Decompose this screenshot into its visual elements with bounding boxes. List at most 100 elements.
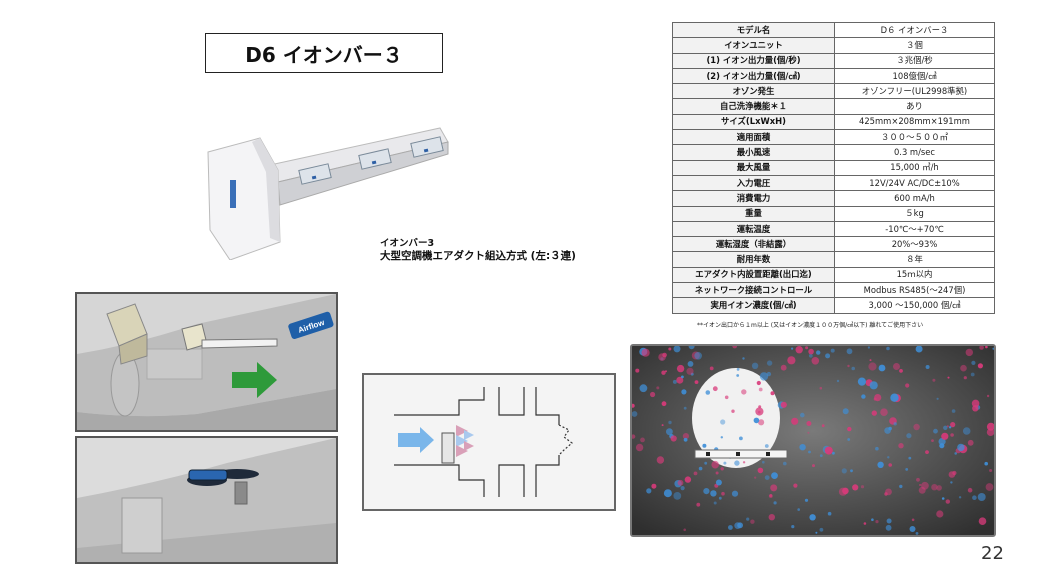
ion-particle [808,348,814,355]
ion-particle [911,518,915,522]
ion-particle [800,412,805,418]
ion-particle [799,444,806,451]
spec-value: ３個 [834,37,995,54]
ion-particle [871,410,877,416]
spec-value: 15ｍ以内 [834,266,995,284]
ion-particle [731,490,739,497]
ion-particle [819,386,823,390]
ion-particle [827,511,832,516]
ion-particle [812,464,815,468]
ion-particle [709,366,714,371]
ion-particle [875,520,879,524]
ion-particle [825,353,831,359]
ion-particle [721,491,725,496]
ion-particle [646,488,652,494]
ion-particle [632,411,638,417]
ion-particle [715,479,722,486]
ion-particle [847,438,851,441]
ion-particle [770,391,775,396]
ion-particle [805,346,809,350]
ion-particle [635,443,644,452]
ion-particle [797,508,800,511]
ion-particle [824,446,833,455]
ion-particle [639,384,648,393]
ion-particle [773,501,777,505]
page-title-box: D6 イオンバー３ [205,33,443,73]
ion-particle [899,369,903,373]
spec-value: D６ イオンバー３ [834,21,995,39]
ion-particle [759,372,769,381]
ion-particle [758,419,765,426]
ion-particle [851,366,855,371]
product-image [200,110,450,260]
ion-particle [741,389,747,395]
ion-particle [962,427,971,435]
ion-particle [971,360,976,365]
spec-value: ３００～５００㎡ [834,129,995,146]
ion-particle [731,409,735,413]
ion-particle [682,433,689,440]
spec-value: ５kg [834,205,995,222]
ion-particle [950,422,956,428]
ion-particle [753,417,760,424]
ion-particle [757,467,764,474]
ion-particle [852,484,859,491]
ion-particle [808,353,813,358]
ion-particle [732,346,738,349]
ion-particle [898,443,904,449]
ion-particle [676,376,684,384]
ion-particle [715,471,719,475]
ion-particle [936,485,942,491]
ion-particle [899,484,903,489]
ion-particle [694,380,699,384]
ion-particle [967,439,974,446]
ion-particle [916,477,920,482]
ion-particle [960,364,967,372]
ion-particle [941,432,949,440]
ion-particle [950,481,953,484]
ion-particle [683,406,687,410]
ion-particle [943,425,948,430]
ion-particle [850,469,853,473]
ion-particle [711,460,719,469]
spec-value: 12V/24V AC/DC±10% [834,174,995,192]
ion-particle [698,466,703,471]
ion-particle [720,467,724,471]
spec-key: (1) イオン出力量(個/秒) [672,52,835,69]
ion-particle [836,379,840,383]
ion-particle [846,348,853,355]
spec-value: 600 mA/h [834,190,995,207]
ion-particle [957,443,965,452]
ion-particle [939,443,945,449]
ion-particle [756,380,761,386]
ion-particle [690,372,694,376]
ion-particle [680,486,685,491]
ion-particle [878,364,886,372]
duct-schematic-diagram [362,373,616,511]
ion-particle [807,431,810,434]
table-row: (1) イオン出力量(個/秒)３兆個/秒 [672,52,995,69]
ion-particle [860,485,865,489]
ion-particle [933,428,938,434]
ion-particle [770,484,778,492]
duct-fan-illustration [75,436,338,564]
ion-particle [795,346,803,354]
ion-particle [702,443,707,448]
ion-particle [941,497,945,500]
ion-particle [977,493,986,501]
ion-particle [915,532,919,535]
spec-key: 最小風速 [672,144,835,161]
product-caption: イオンバー3 大型空調機エアダクト組込方式 (左:３連) [380,237,576,263]
spec-value: 0.3 m/sec [834,144,995,161]
ion-particle [931,439,934,442]
ion-particle [948,471,956,478]
ion-particle [967,487,973,493]
ion-particle [734,522,742,529]
ion-particle [931,484,938,491]
ion-particle [884,492,888,496]
ion-particle [791,525,795,529]
ion-particle [874,394,882,402]
spec-value: 20%～93% [834,236,995,253]
